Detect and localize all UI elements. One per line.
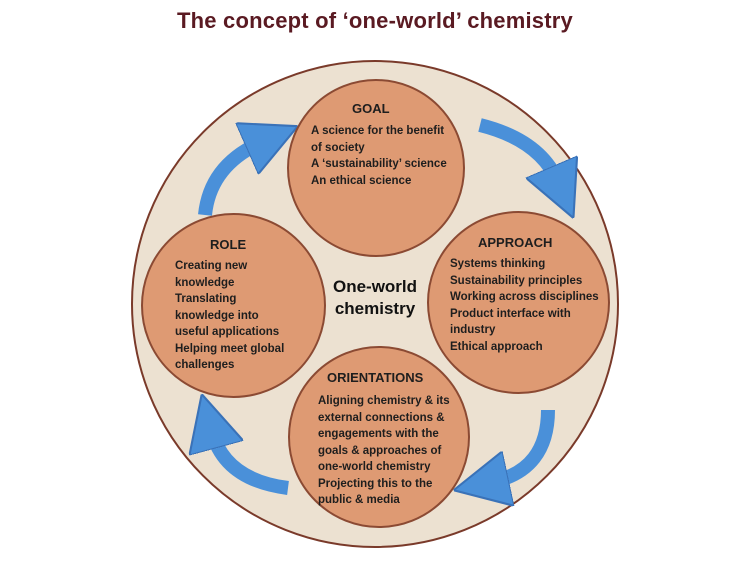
- orientations-item: Aligning chemistry & its: [318, 395, 450, 407]
- orientations-circle: [288, 346, 470, 528]
- approach-title: APPROACH: [478, 235, 553, 250]
- role-title: ROLE: [210, 237, 247, 252]
- goal-item: A ‘sustainability’ science: [311, 158, 447, 170]
- approach-items: Systems thinking Sustainability principl…: [450, 256, 599, 355]
- orientations-title: ORIENTATIONS: [327, 370, 424, 385]
- orientations-item: one-world chemistry: [318, 461, 431, 473]
- orientations-item: goals & approaches of: [318, 444, 442, 457]
- cycle-arrow-goal-to-approach: [478, 118, 558, 182]
- approach-item: Working across disciplines: [450, 291, 599, 303]
- cycle-arrow-approach-to-orientations: [492, 409, 555, 482]
- goal-item: An ethical science: [311, 174, 412, 187]
- role-item: knowledge into: [175, 309, 259, 322]
- center-label-line2: chemistry: [334, 299, 416, 318]
- approach-item: Product interface with: [450, 307, 571, 320]
- center-label: One-world chemistry: [300, 276, 450, 320]
- role-item: Creating new: [175, 260, 248, 272]
- approach-item: Sustainability principles: [450, 274, 583, 287]
- diagram-title: The concept of ‘one-world’ chemistry: [177, 8, 573, 33]
- outer-circle: [131, 60, 619, 548]
- orientations-item: engagements with the: [318, 428, 439, 440]
- orientations-item: external connections &: [318, 411, 445, 424]
- role-items: Creating new knowledge Translating knowl…: [175, 258, 284, 374]
- center-label-line1: One-world: [332, 277, 418, 296]
- goal-circle: [287, 79, 465, 257]
- approach-item: Ethical approach: [450, 340, 543, 353]
- goal-item: of society: [311, 141, 365, 154]
- role-item: Helping meet global: [175, 342, 285, 355]
- role-item: challenges: [175, 359, 235, 371]
- role-item: knowledge: [175, 276, 235, 289]
- role-circle: [141, 213, 326, 398]
- goal-item: A science for the benefit: [311, 125, 445, 137]
- cycle-arrow-role-to-goal: [198, 142, 262, 216]
- role-item: useful applications: [175, 326, 280, 338]
- goal-items: A science for the benefit of society A ‘…: [311, 123, 447, 189]
- approach-item: Systems thinking: [450, 258, 546, 270]
- role-item: Translating: [175, 293, 237, 305]
- approach-circle: [427, 211, 610, 394]
- orientations-item: Projecting this to the: [318, 477, 433, 490]
- cycle-arrow-orientations-to-role: [212, 432, 289, 495]
- orientations-item: public & media: [318, 494, 400, 506]
- orientations-items: Aligning chemistry & its external connec…: [318, 393, 450, 509]
- goal-title: GOAL: [352, 101, 390, 116]
- approach-item: industry: [450, 324, 496, 336]
